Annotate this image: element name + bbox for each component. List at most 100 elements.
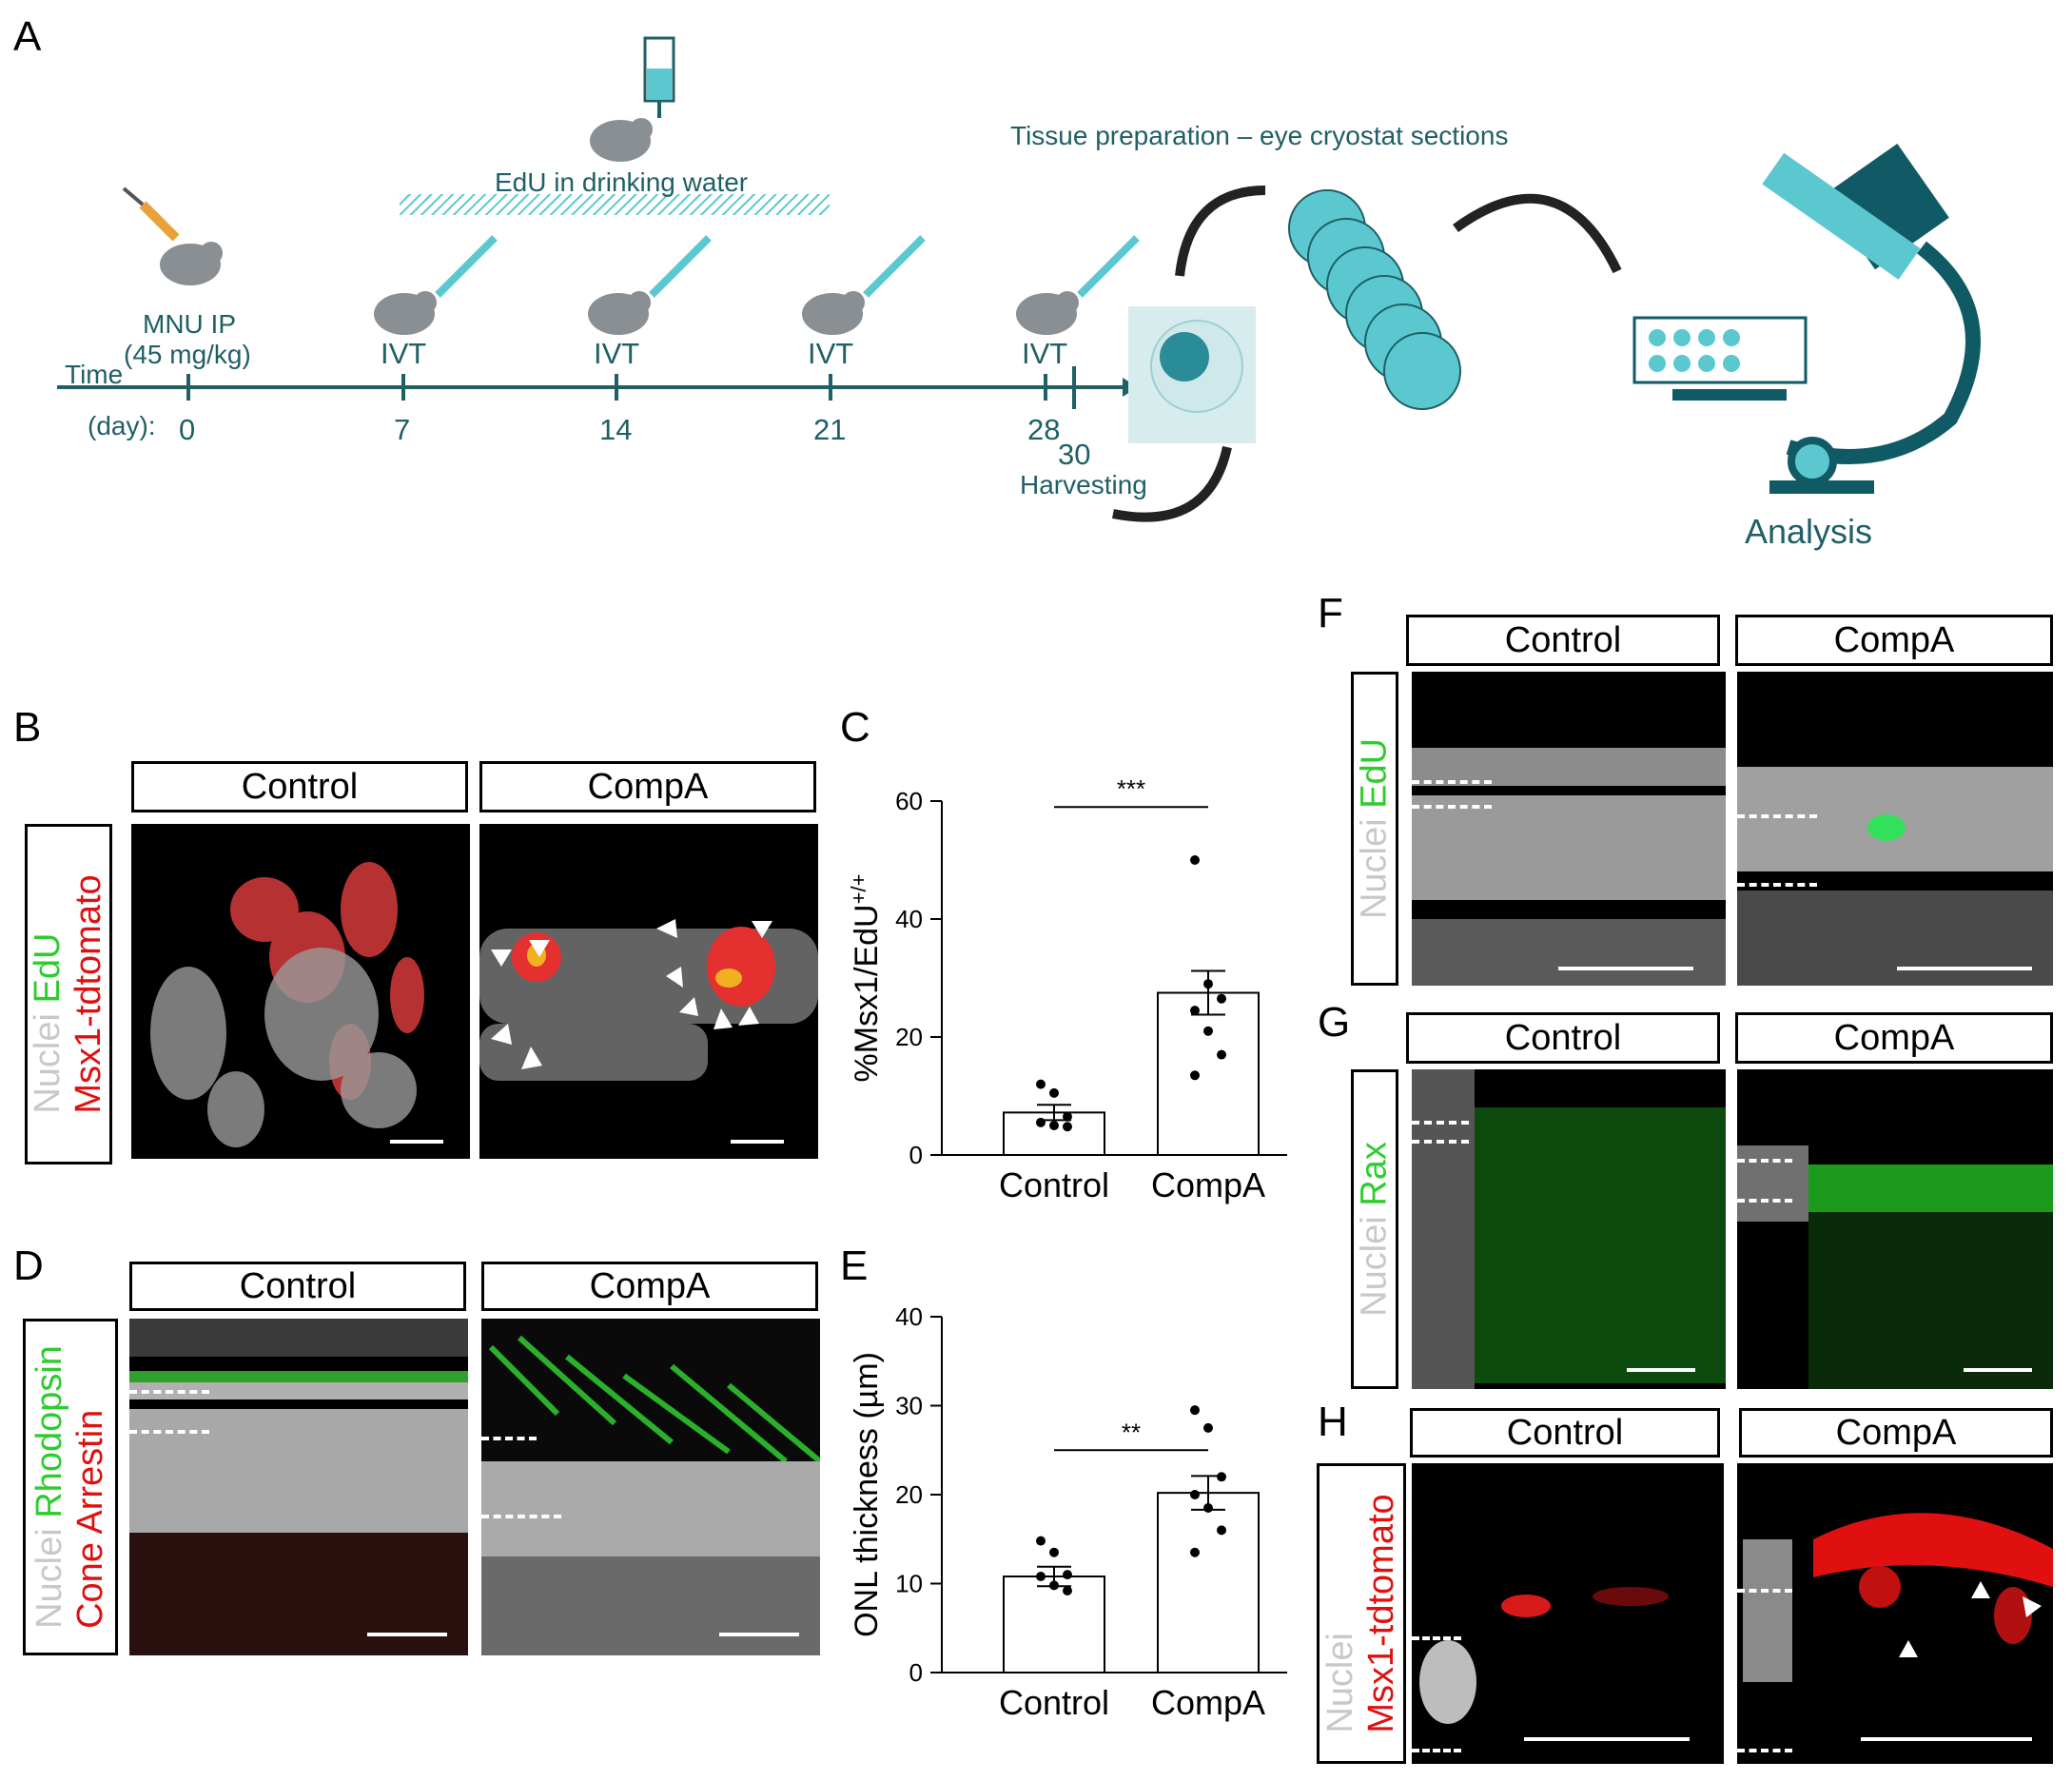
data-point — [1063, 1122, 1072, 1132]
layer-marker — [1412, 1140, 1469, 1144]
process-arrows — [1112, 186, 1622, 522]
data-point — [1063, 1585, 1072, 1595]
panel-label-f: F — [1318, 590, 1343, 636]
panel-g-control-image — [1412, 1069, 1726, 1389]
day-7: 7 — [394, 413, 411, 446]
panel-f-stain-legend: Nuclei EdU — [1351, 672, 1398, 986]
panel-h-compa-header: CompA — [1739, 1408, 2053, 1458]
panel-label-a: A — [13, 13, 42, 60]
eye-icon — [1128, 306, 1256, 443]
stain-nuclei: Nuclei — [1354, 1216, 1395, 1317]
y-tick-label: 0 — [909, 1141, 923, 1169]
ivt-label-28: IVT — [1022, 337, 1068, 370]
y-tick-label: 20 — [895, 1480, 923, 1509]
panel-d-compa-image — [481, 1319, 820, 1655]
layer-marker — [1412, 1636, 1461, 1640]
layer-marker — [1412, 780, 1492, 784]
day-30: 30 — [1058, 438, 1091, 471]
analysis-label: Analysis — [1745, 512, 1873, 551]
panel-f-control-header: Control — [1406, 615, 1720, 666]
data-point — [1063, 1570, 1072, 1580]
data-point — [1217, 993, 1226, 1004]
panel-label-h: H — [1318, 1399, 1348, 1445]
day-28: 28 — [1027, 413, 1061, 446]
data-point — [1203, 1026, 1213, 1036]
panel-d-stain-legend: Nuclei Rhodopsin Cone Arrestin — [23, 1319, 118, 1655]
layer-marker — [1737, 1749, 1792, 1752]
y-tick-label: 10 — [895, 1570, 923, 1598]
data-point — [1036, 1117, 1046, 1127]
edu-hatched-bar — [400, 194, 830, 215]
layer-marker — [129, 1430, 209, 1434]
panel-label-e: E — [840, 1243, 869, 1289]
panel-h-stain-legend: Nuclei Msx1-tdtomato — [1317, 1463, 1406, 1764]
data-point — [1217, 1525, 1226, 1536]
water-bottle-icon — [643, 36, 675, 118]
timeline-ticks — [186, 366, 1076, 409]
panel-label-c: C — [840, 704, 870, 751]
panel-h-control-header: Control — [1410, 1408, 1720, 1458]
data-point — [1203, 1422, 1213, 1433]
data-point — [1049, 1087, 1059, 1098]
bar — [1003, 1576, 1105, 1673]
panel-d-control-image — [129, 1319, 468, 1655]
scale-bar — [1897, 967, 2032, 970]
bar — [1157, 991, 1260, 1156]
stain-msx1: Msx1-tdtomato — [1361, 1494, 1401, 1733]
day-14: 14 — [599, 413, 633, 446]
layer-marker — [481, 1437, 537, 1440]
stain-nuclei: Nuclei — [28, 1013, 68, 1114]
panel-b-compa-image — [479, 824, 818, 1159]
mouse-icons — [160, 118, 1079, 335]
panel-f-compa-image — [1737, 672, 2053, 986]
layer-marker — [481, 1515, 561, 1518]
panel-label-b: B — [13, 704, 42, 751]
significance-stars: ** — [1122, 1418, 1141, 1446]
day-0: 0 — [179, 413, 196, 446]
stain-edu: EdU — [28, 932, 68, 1004]
tissue-prep-label: Tissue preparation – eye cryostat sectio… — [1010, 121, 1509, 150]
panel-b-control-header: Control — [131, 761, 468, 812]
panel-b-stain-legend: Nuclei EdU Msx1-tdtomato — [25, 824, 112, 1164]
stain-rhodopsin: Rhodopsin — [29, 1345, 69, 1518]
bar — [1157, 1492, 1260, 1673]
layer-marker — [1737, 1159, 1792, 1163]
stain-msx1: Msx1-tdtomato — [68, 874, 108, 1114]
scale-bar — [1964, 1368, 2032, 1372]
syringe-icons — [122, 186, 1140, 298]
data-point — [1036, 1079, 1046, 1089]
scale-bar — [1861, 1737, 2032, 1741]
stain-nuclei: Nuclei — [29, 1528, 69, 1629]
y-axis-label: %Msx1/EdU+/+ — [847, 874, 886, 1083]
panel-g-control-header: Control — [1406, 1012, 1720, 1064]
layer-marker — [1737, 814, 1817, 818]
day-label: (day): — [88, 411, 156, 440]
scale-bar — [390, 1140, 443, 1144]
x-category-label: CompA — [1151, 1683, 1265, 1722]
day-21: 21 — [813, 413, 847, 446]
y-tick-label: 30 — [895, 1392, 923, 1420]
mnu-label: MNU IP — [143, 309, 236, 339]
ivt-label-14: IVT — [594, 337, 640, 370]
y-tick-label: 20 — [895, 1023, 923, 1051]
data-point — [1203, 1503, 1213, 1514]
stain-nuclei: Nuclei — [1320, 1633, 1360, 1733]
mnu-dose-label: (45 mg/kg) — [124, 340, 251, 369]
data-point — [1190, 1490, 1200, 1499]
layer-marker — [1412, 805, 1492, 809]
sections-icon — [1288, 189, 1461, 410]
data-point — [1190, 1405, 1200, 1416]
panel-g-compa-image — [1737, 1069, 2053, 1389]
panel-f-control-image — [1412, 672, 1726, 986]
scale-bar — [731, 1140, 784, 1144]
layer-marker — [1412, 1749, 1461, 1752]
panel-label-d: D — [13, 1243, 44, 1289]
ivt-label-21: IVT — [808, 337, 854, 370]
data-point — [1190, 1547, 1200, 1557]
panel-b-control-image — [131, 824, 470, 1159]
data-point — [1036, 1536, 1046, 1546]
stain-nuclei: Nuclei — [1354, 818, 1395, 920]
panel-f-compa-header: CompA — [1735, 615, 2053, 666]
